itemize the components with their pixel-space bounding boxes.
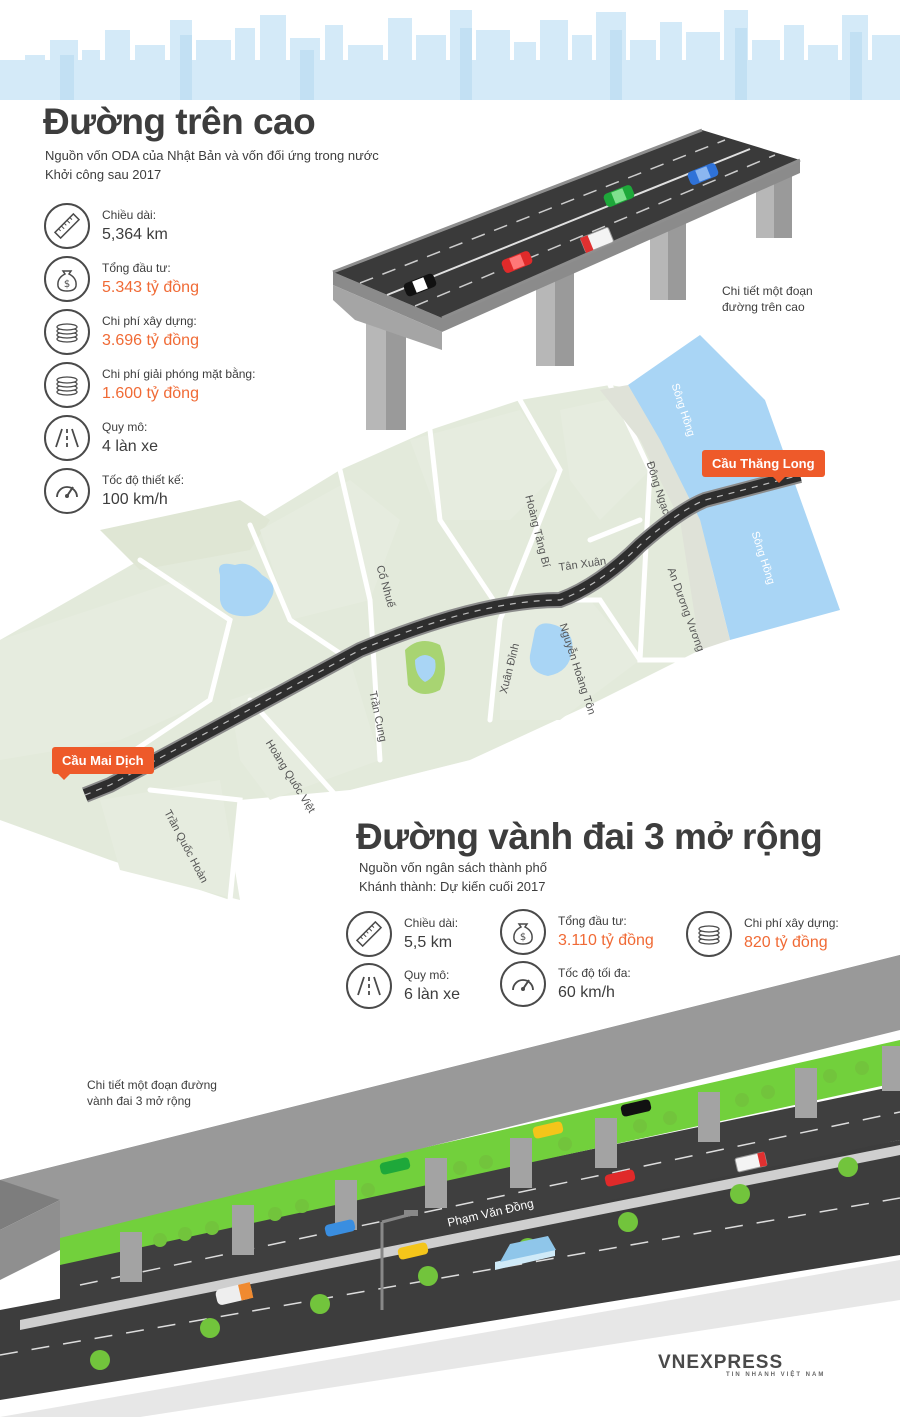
stat-construction-cost: Chi phí xây dựng: 3.696 tỷ đồng [44,309,199,355]
stat-length: Chiều dài: 5,364 km [44,203,168,249]
stat-value: 60 km/h [558,983,615,1001]
lanes-icon [346,963,392,1009]
stat-label: Chiều dài: [102,207,157,222]
stat-scale: Quy mô: 4 làn xe [44,415,158,461]
stat-total-investment: $ Tổng đầu tư: 3.110 tỷ đồng [500,909,654,955]
note-line: Chi tiết một đoạn [722,284,813,298]
section-1-subtitle: Nguồn vốn ODA của Nhật Bản và vốn đối ứn… [45,146,379,184]
stat-label: Chi phí xây dựng: [102,313,197,328]
money-bag-icon: $ [44,256,90,302]
speedometer-icon [44,468,90,514]
city-skyline [0,10,900,100]
stat-label: Tổng đầu tư: [102,260,171,275]
stat-max-speed: Tốc độ tối đa: 60 km/h [500,961,631,1007]
svg-text:$: $ [64,279,70,290]
stat-design-speed: Tốc độ thiết kế: 100 km/h [44,468,184,514]
ruler-icon [44,203,90,249]
stat-scale: Quy mô: 6 làn xe [346,963,460,1009]
note-line: vành đai 3 mở rộng [87,1094,191,1108]
stat-label: Chi phí xây dựng: [744,915,839,930]
stat-label: Tốc độ thiết kế: [102,472,185,487]
route-map [0,335,840,903]
stat-label: Tổng đầu tư: [558,913,627,928]
vnexpress-logo: VNEXPRESS TIN NHANH VIỆT NAM [658,1352,825,1378]
ring-road-illustration [0,955,900,1417]
note-line: đường trên cao [722,300,805,314]
stat-label: Quy mô: [404,967,450,982]
stat-label: Chiều dài: [404,915,459,930]
stat-value: 3.110 tỷ đồng [558,931,654,949]
pin-cau-mai-dich: Cầu Mai Dịch [52,747,154,780]
brand-tagline: TIN NHANH VIỆT NAM [726,1372,826,1378]
stat-value: 5.343 tỷ đồng [102,278,199,296]
stat-length: Chiều dài: 5,5 km [346,911,458,957]
section-2-completion: Khánh thành: Dự kiến cuối 2017 [359,879,546,894]
section-2-title: Đường vành đai 3 mở rộng [356,816,823,857]
ruler-icon [346,911,392,957]
elevated-road-detail-note: Chi tiết một đoạn đường trên cao [722,283,813,315]
stat-value: 1.600 tỷ đồng [102,384,199,402]
stat-clearance-cost: Chi phí giải phóng mặt bằng: 1.600 tỷ đồn… [44,362,255,408]
section-1-start-date: Khởi công sau 2017 [45,167,162,182]
stat-label: Chi phí giải phóng mặt bằng: [102,366,256,381]
svg-text:$: $ [520,932,526,943]
money-bag-icon: $ [500,909,546,955]
stat-value: 100 km/h [102,490,168,508]
coins-icon [44,309,90,355]
stat-value: 820 tỷ đồng [744,933,828,951]
elevated-road-illustration [332,128,801,430]
stat-value: 4 làn xe [102,437,159,455]
brand-name: VNEXPRESS [658,1352,784,1373]
stat-value: 5,364 km [102,225,168,243]
section-1-title: Đường trên cao [43,101,316,142]
stat-value: 3.696 tỷ đồng [102,331,199,349]
stat-construction-cost: Chi phí xây dựng: 820 tỷ đồng [686,911,839,957]
coins-icon [686,911,732,957]
stat-label: Tốc độ tối đa: [558,965,631,980]
stat-label: Quy mô: [102,419,148,434]
section-2-funding: Nguồn vốn ngân sách thành phố [359,860,547,875]
section-2-subtitle: Nguồn vốn ngân sách thành phố Khánh thàn… [359,858,547,896]
note-line: Chi tiết một đoạn đường [87,1078,217,1092]
stat-value: 6 làn xe [404,985,461,1003]
pin-cau-thang-long: Cầu Thăng Long [702,450,825,483]
coins-icon [44,362,90,408]
stat-total-investment: $ Tổng đầu tư: 5.343 tỷ đồng [44,256,199,302]
section-1-funding: Nguồn vốn ODA của Nhật Bản và vốn đối ứn… [45,148,379,163]
ring-road-detail-note: Chi tiết một đoạn đường vành đai 3 mở rộ… [87,1077,217,1109]
lanes-icon [44,415,90,461]
stat-value: 5,5 km [404,933,453,951]
speedometer-icon [500,961,546,1007]
